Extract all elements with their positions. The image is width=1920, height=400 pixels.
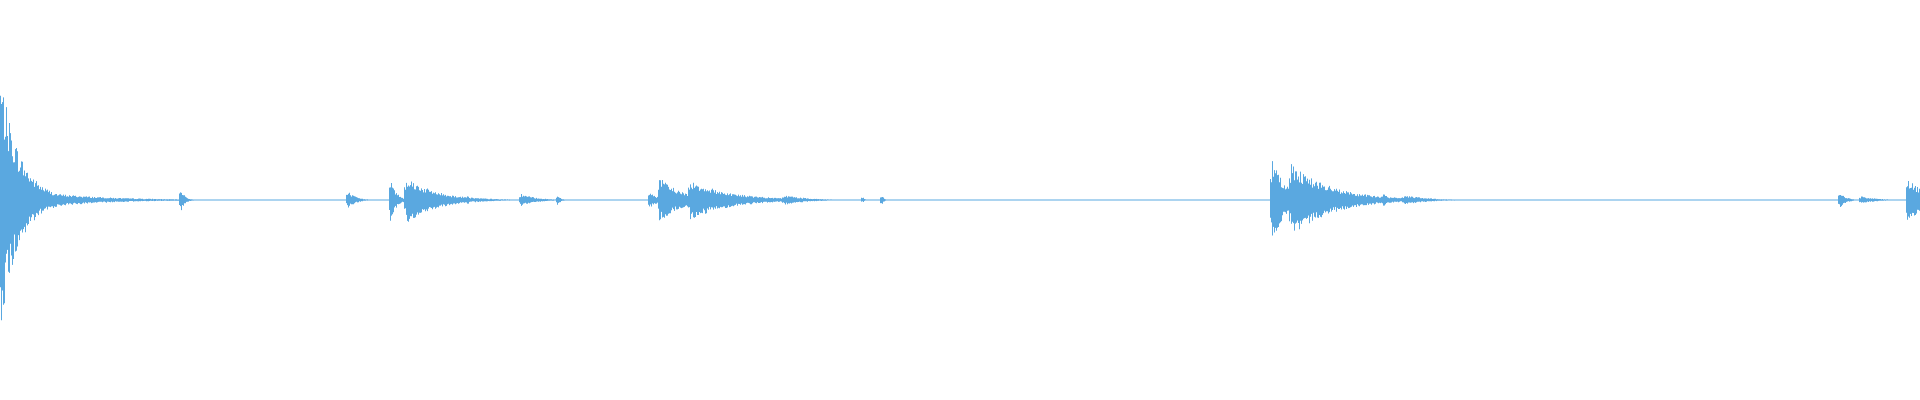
waveform-trace: [0, 95, 1920, 321]
